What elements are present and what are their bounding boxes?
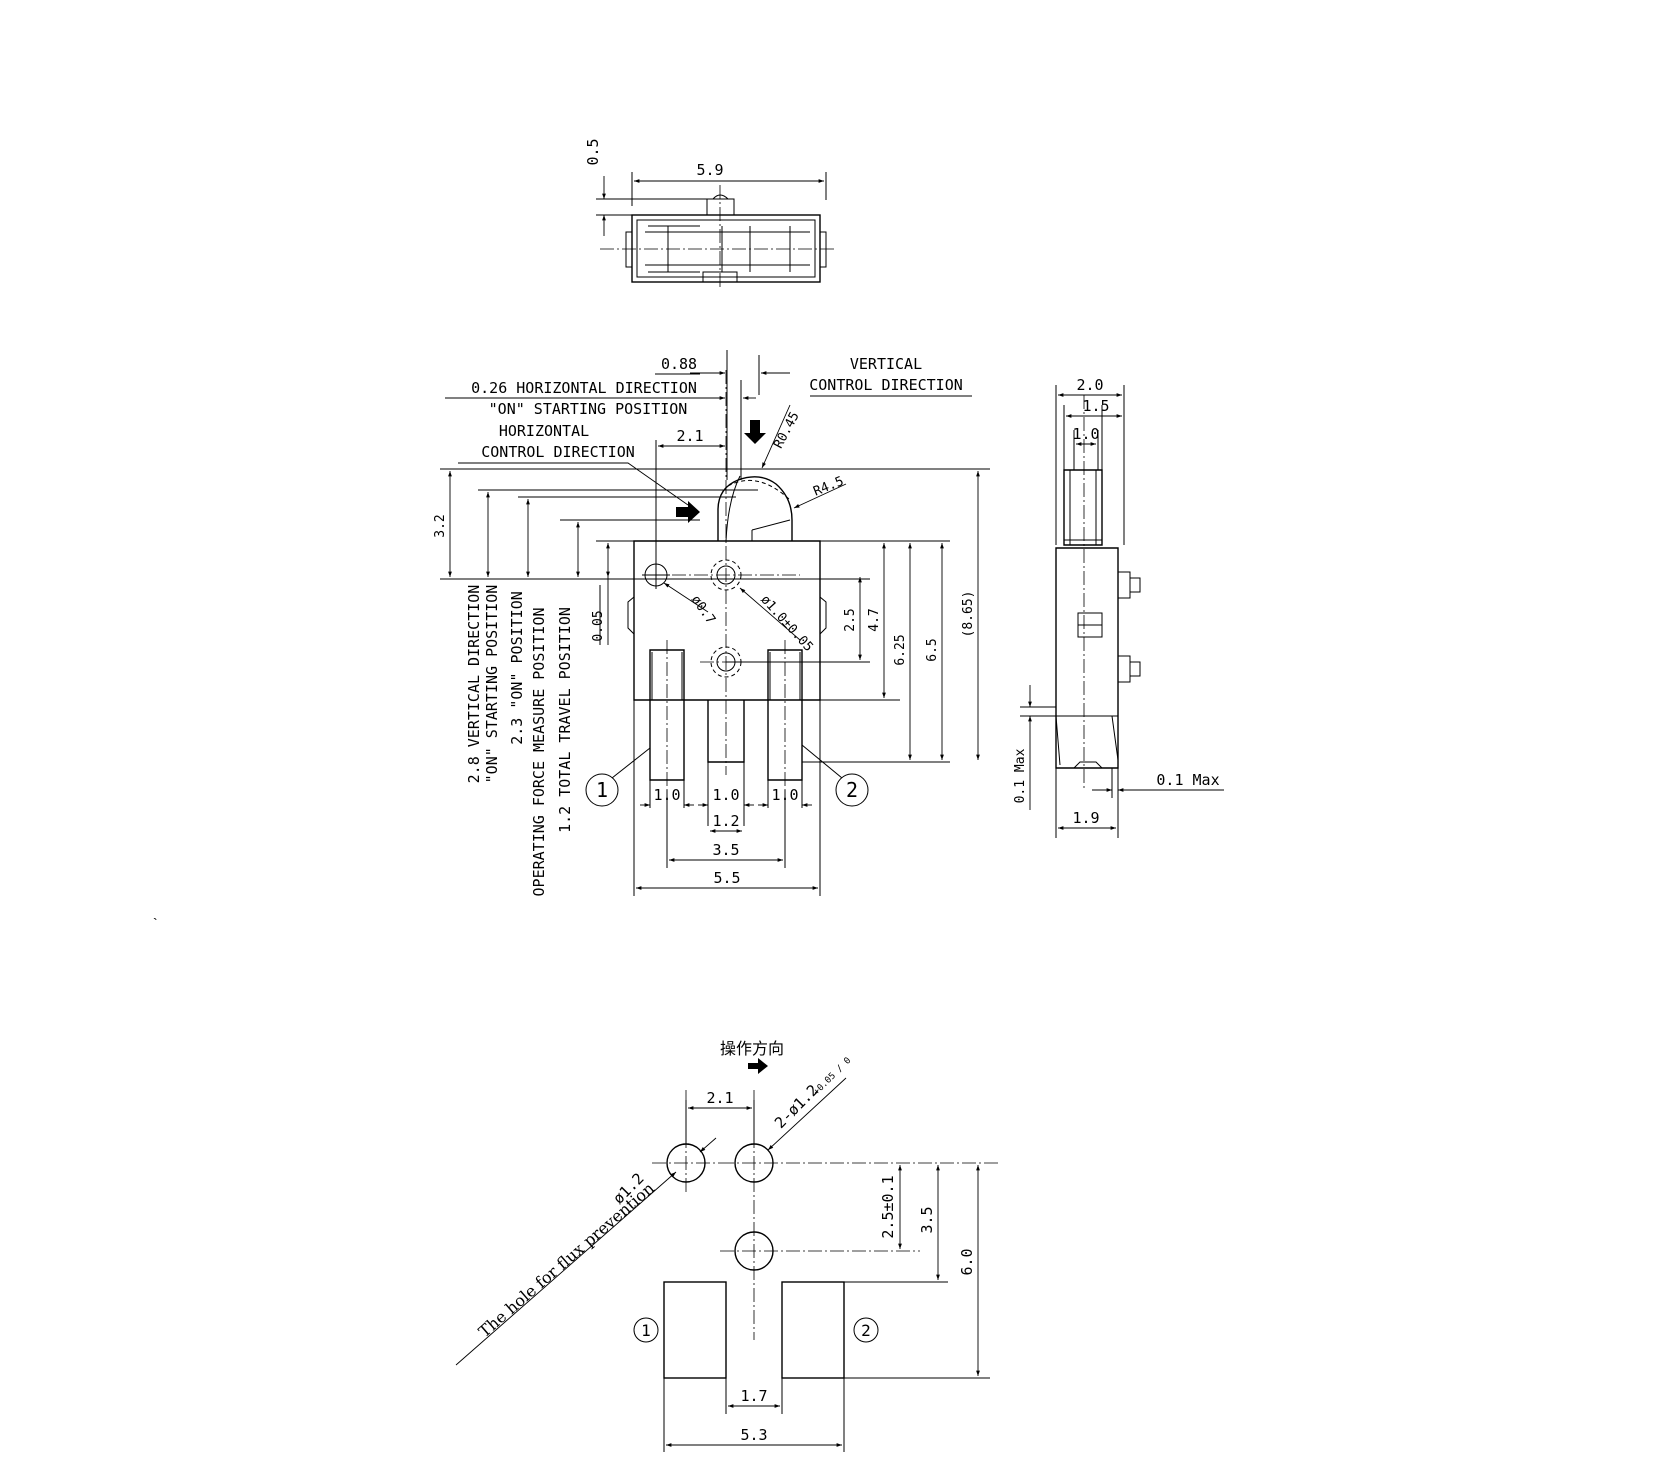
- top-dim-height: 0.5: [584, 138, 602, 165]
- side-dim-1-9: 1.9: [1072, 809, 1099, 827]
- dim-1-0-c: 1.0: [771, 786, 798, 804]
- pcb-terminal-2-marker: [853, 1317, 879, 1343]
- dim-r45: R4.5: [811, 474, 846, 500]
- terminal-2-label: 2: [846, 778, 858, 802]
- dim-4-7: 4.7: [867, 608, 882, 631]
- label-2-8b: "ON" STARTING POSITION: [483, 585, 501, 784]
- dim-0-05: 0.05: [591, 610, 606, 641]
- terminal-1-label: 1: [596, 778, 608, 802]
- label-1-2-travel: 1.2 TOTAL TRAVEL POSITION: [556, 607, 574, 833]
- dim-d07: ø0.7: [688, 593, 718, 627]
- label-hcontrol: CONTROL DIRECTION: [481, 443, 635, 461]
- side-dim-0-1-max-h: 0.1 Max: [1156, 771, 1219, 789]
- dim-3-2: 3.2: [433, 514, 448, 537]
- dim-1-0-a: 1.0: [653, 786, 680, 804]
- stray-mark: `: [153, 915, 158, 931]
- pcb-dim-2-5: 2.5±0.1: [879, 1175, 897, 1238]
- pcb-dim-1-7: 1.7: [740, 1387, 767, 1405]
- label-vertical: VERTICAL: [850, 355, 922, 373]
- dim-8-65: (8.65): [961, 591, 976, 638]
- side-dim-0-1-max-v: 0.1 Max: [1013, 748, 1028, 803]
- side-view: 2.0 1.5 1.0 0.1 Max 0.1 Max 1.9: [1013, 376, 1224, 838]
- side-dim-1-0: 1.0: [1072, 425, 1099, 443]
- side-dim-1-5: 1.5: [1082, 397, 1109, 415]
- front-view: 0.88 0.26 HORIZONTAL DIRECTION "ON" STAR…: [433, 350, 990, 896]
- label-vcontrol: CONTROL DIRECTION: [809, 376, 963, 394]
- pad-1: [663, 1281, 727, 1379]
- side-dim-2-0: 2.0: [1076, 376, 1103, 394]
- label-0-26: 0.26 HORIZONTAL DIRECTION: [471, 379, 697, 397]
- top-view: 5.9 0.5: [584, 138, 835, 290]
- pcb-layout: 操作方向 1 2 2.1 2-ø1.2 +0.05 / 0 ø1.2 The h…: [455, 1039, 1000, 1452]
- dim-d10: ø1.0±0.05: [757, 592, 815, 654]
- arrow-right-icon: [676, 501, 700, 523]
- pcb-terminal-2: 2: [861, 1321, 871, 1340]
- dim-6-5: 6.5: [925, 638, 940, 661]
- pcb-terminal-1-marker: [633, 1317, 659, 1343]
- label-on-start: "ON" STARTING POSITION: [489, 400, 688, 418]
- dim-5-5: 5.5: [713, 869, 740, 887]
- arrow-down-icon: [744, 420, 766, 444]
- pcb-terminal-1: 1: [641, 1321, 651, 1340]
- pcb-label-flux: The hole for flux prevention: [475, 1178, 658, 1341]
- pcb-dim-5-3: 5.3: [740, 1426, 767, 1444]
- pad-2: [781, 1281, 845, 1379]
- dim-3-5-front: 3.5: [712, 841, 739, 859]
- pcb-direction-label: 操作方向: [720, 1039, 784, 1058]
- dim-6-25: 6.25: [893, 634, 908, 665]
- pcb-dim-3-5: 3.5: [918, 1206, 936, 1233]
- dim-1-0-b: 1.0: [712, 786, 739, 804]
- dim-r045: R0.45: [771, 410, 803, 452]
- dim-2-1-front: 2.1: [676, 427, 703, 445]
- pcb-dim-2-d1-2-tol: +0.05 / 0: [812, 1056, 854, 1098]
- pcb-dim-6-0: 6.0: [958, 1248, 976, 1275]
- label-ofm: OPERATING FORCE MEASURE POSITION: [530, 608, 548, 897]
- terminal-1-marker: [585, 773, 619, 807]
- pcb-direction-arrow-icon: [748, 1058, 768, 1074]
- dim-1-2: 1.2: [712, 812, 739, 830]
- dim-0-88: 0.88: [661, 355, 697, 373]
- top-dim-width: 5.9: [696, 161, 723, 179]
- label-2-8: 2.8 VERTICAL DIRECTION: [465, 585, 483, 784]
- label-2-3: 2.3 "ON" POSITION: [508, 591, 526, 745]
- dim-2-5-front: 2.5: [843, 608, 858, 631]
- terminal-2-marker: [835, 773, 869, 807]
- pcb-dim-2-1: 2.1: [706, 1089, 733, 1107]
- label-horizontal: HORIZONTAL: [499, 422, 589, 440]
